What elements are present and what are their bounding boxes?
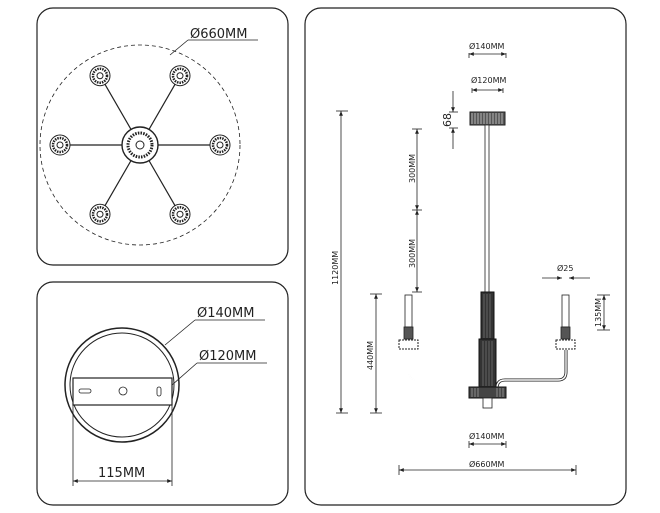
base-diameter-label: Ø140MM (469, 431, 504, 441)
top-diameter-label: Ø660MM (190, 27, 247, 42)
base-cup (468, 386, 507, 399)
top-view-panel (36, 7, 289, 266)
candle-cup (216, 141, 224, 149)
plate-width-label: 115MM (98, 466, 145, 481)
center-hole (118, 386, 128, 396)
outer-diameter-label: Ø140MM (197, 306, 254, 321)
mounting-plate (72, 377, 173, 406)
inner-ring (69, 332, 175, 438)
candle-cup (96, 72, 104, 80)
outer-ring (64, 327, 180, 443)
candle-left (404, 294, 413, 328)
top-view: Ø660MM (39, 27, 258, 246)
candle-diameter-label: Ø25 (557, 263, 573, 273)
finial (482, 397, 493, 409)
candle-cup (56, 141, 64, 149)
side-view: Ø140MM Ø120MM 68 1120MM 300MM 300MM 440M… (331, 41, 610, 475)
candle-cup (96, 210, 104, 218)
body-upper (480, 291, 495, 340)
candle-cup (176, 210, 184, 218)
slot-right (156, 386, 162, 397)
rod-segment-2-label: 300MM (408, 239, 417, 268)
candle-right (561, 294, 570, 328)
side-view-panel (304, 7, 627, 506)
slot-left (78, 388, 92, 394)
canopy-inner-label: Ø120MM (471, 75, 506, 85)
rod-segment-1-label: 300MM (408, 154, 417, 183)
leader-line (169, 39, 189, 56)
body-lower (478, 338, 497, 388)
candle-cup (176, 72, 184, 80)
canopy-height-label: 68 (441, 113, 454, 127)
rod (484, 124, 490, 293)
span-label: Ø660MM (469, 459, 504, 469)
mount-view: 115MM Ø140MM Ø120MM (64, 306, 267, 486)
body-height-label: 440MM (366, 341, 375, 370)
canopy-outer-label: Ø140MM (469, 41, 504, 51)
candle-height-label: 135MM (594, 298, 603, 327)
span-circle (39, 44, 241, 246)
total-height-label: 1120MM (331, 251, 340, 285)
inner-diameter-label: Ø120MM (199, 349, 256, 364)
